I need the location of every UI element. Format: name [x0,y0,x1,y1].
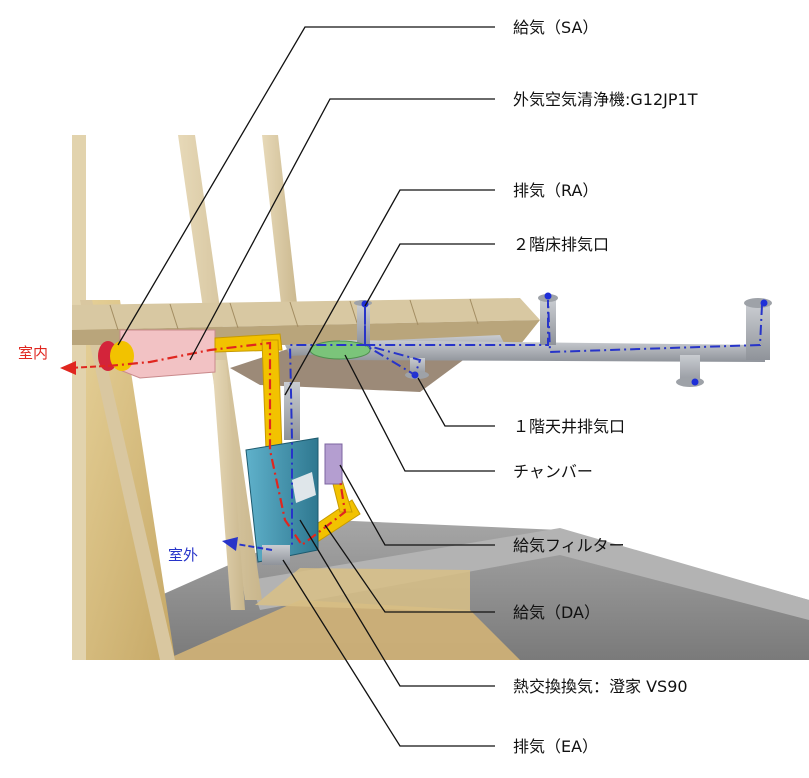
leader-floor2-port [364,243,495,307]
floor-joists [72,298,540,330]
joist-lines [109,298,479,331]
supply-filter-box [324,443,343,485]
label-floor2-exhaust-port: ２階床排気口 [513,235,609,254]
leader-supply-da [324,524,495,613]
label-supply-da: 給気（DA） [513,603,600,622]
leader-chamber [344,354,495,472]
indoor-arrow [60,361,106,375]
outdoor-air-purifier-box [119,329,216,379]
wood-post-3 [212,360,245,610]
exhaust-flow-line [288,299,763,545]
chamber-disc [309,340,371,360]
heat-exchange-ventilator-box [245,437,319,563]
leader-floor1-port [417,377,495,427]
label-supply-sa: 給気（SA） [513,18,598,37]
leader-exhaust-ra [284,189,495,396]
ventilator-panel [292,472,316,503]
scene-3d [72,135,809,660]
label-heat-exchange-ventilator: 熱交換換気：澄家 VS90 [513,677,688,696]
indoor-label: 室内 [18,344,48,362]
label-exhaust-ea: 排気（EA） [513,737,598,756]
ventilator-bottom-duct [262,545,290,565]
label-outdoor-air-purifier: 外気空気清浄機:G12JP1T [513,90,698,109]
wood-brace [80,300,175,660]
label-exhaust-ra: 排気（RA） [513,181,598,200]
leader-purifier [189,98,495,361]
label-supply-filter: 給気フィルター [513,536,625,555]
leader-filter [339,464,495,546]
wood-post-left [72,135,86,660]
label-floor1-ceiling-exhaust-port: １階天井排気口 [513,417,625,436]
leader-lines [117,26,495,747]
supply-flow-line [107,341,347,547]
callout-labels: 給気（SA） 外気空気清浄機:G12JP1T 排気（RA） ２階床排気口 １階天… [513,18,698,756]
outdoor-label: 室外 [168,546,198,564]
wood-post-2 [262,135,300,330]
outdoor-arrow [222,537,273,551]
label-chamber: チャンバー [513,462,593,481]
leader-supply-sa [117,26,495,346]
leader-exhaust-ea [282,559,495,747]
wood-floor-board [165,600,520,660]
leader-ventilator [299,519,495,687]
